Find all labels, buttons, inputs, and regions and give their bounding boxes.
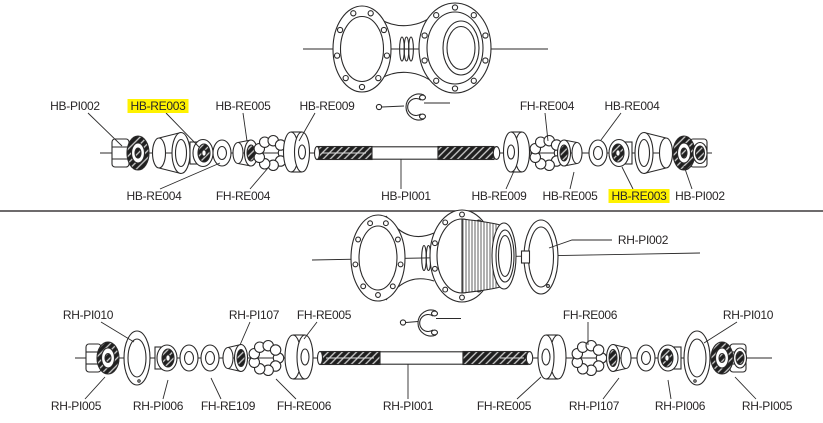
part-label-rh-pi005: RH-PI005 [741, 399, 793, 413]
part-label-rh-pi002: RH-PI002 [617, 233, 669, 247]
part-label-rh-pi107: RH-PI107 [228, 308, 280, 322]
front-axle-assembly [100, 131, 712, 175]
part-label-rh-pi107: RH-PI107 [568, 399, 620, 413]
axle-nut-right [672, 135, 708, 171]
washer-right [588, 139, 608, 167]
hub-dust-washer-right [502, 131, 531, 173]
cone-left [222, 343, 249, 373]
retainer-clip-icon [399, 309, 461, 337]
part-label-rh-pi006: RH-PI006 [132, 399, 184, 413]
axle-nut-right [710, 341, 748, 375]
front-axle [313, 145, 501, 161]
part-label-hb-re005: HB-RE005 [215, 99, 271, 113]
part-label-rh-pi001: RH-PI001 [382, 399, 434, 413]
cone-right [605, 343, 632, 373]
part-label-hb-re004: HB-RE004 [604, 99, 660, 113]
rear-leader-lines [84, 239, 757, 400]
part-label-hb-pi002: HB-PI002 [50, 99, 100, 113]
part-label-rh-pi010: RH-PI010 [722, 308, 774, 322]
part-label-fh-re109: FH-RE109 [200, 399, 256, 413]
axle-nut-left [111, 135, 150, 171]
rear-axle-assembly [75, 330, 772, 386]
part-label-fh-re006: FH-RE006 [562, 308, 618, 322]
dust-cap-left [151, 131, 191, 175]
part-label-hb-re003-highlighted[interactable]: HB-RE003 [127, 99, 189, 113]
rear-axle [316, 350, 534, 366]
part-label-fh-re005: FH-RE005 [296, 308, 352, 322]
locknut-right [608, 138, 633, 168]
part-label-hb-re009: HB-RE009 [471, 189, 527, 203]
locknut-right [657, 344, 682, 372]
part-label-rh-pi010: RH-PI010 [62, 308, 114, 322]
part-label-rh-pi005: RH-PI005 [50, 399, 102, 413]
part-label-rh-pi006: RH-PI006 [654, 399, 706, 413]
part-label-fh-re005: FH-RE005 [476, 399, 532, 413]
part-label-hb-pi001: HB-PI001 [381, 189, 431, 203]
part-label-fh-re004: FH-RE004 [519, 99, 575, 113]
rear-hub-body [311, 209, 701, 303]
cone-right [556, 139, 583, 167]
rear-lockring [520, 219, 559, 295]
part-label-hb-re004: HB-RE004 [126, 189, 182, 203]
part-label-hb-re003-highlighted[interactable]: HB-RE003 [608, 189, 670, 203]
retainer-clip-icon [375, 93, 450, 121]
hub-dust-washer-left [282, 131, 311, 173]
part-label-hb-re009: HB-RE009 [299, 99, 355, 113]
part-label-hb-pi002: HB-PI002 [675, 189, 725, 203]
axle-nut-left [85, 341, 120, 375]
part-label-fh-re006: FH-RE006 [276, 399, 332, 413]
dust-cap-right [634, 131, 674, 175]
washer [200, 344, 220, 372]
front-hub-body [303, 2, 548, 94]
washer-left [212, 139, 232, 167]
washer [179, 344, 199, 372]
locknut-left [154, 344, 178, 372]
hub-dust-washer-left [284, 334, 314, 380]
part-label-fh-re004: FH-RE004 [215, 189, 271, 203]
flange-dust-cover-right [683, 330, 711, 386]
part-label-hb-re005: HB-RE005 [542, 189, 598, 203]
flange-dust-cover-left [123, 330, 151, 386]
locknut-left [189, 138, 214, 168]
cone-left [232, 139, 259, 167]
hub-dust-washer-right [537, 334, 567, 380]
washer [636, 344, 656, 372]
front-leader-lines [87, 112, 693, 190]
